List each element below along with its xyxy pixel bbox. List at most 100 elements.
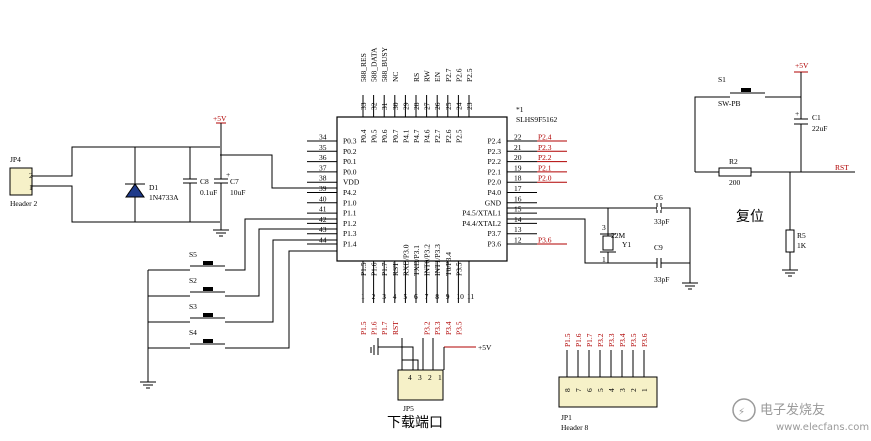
jp5-net-labels [401,338,434,370]
vcc-left: +5V [213,114,337,189]
jp5-wire-gnd [378,346,414,370]
jp1-footer: Header 8 [561,423,589,432]
right-pin-num: 17 [514,184,522,193]
s3-ref: S3 [189,302,197,311]
top-pin-net: P2.6 [454,68,463,82]
s2-cap [203,287,213,291]
top-pin-num: 25 [444,102,453,110]
bottom-pin-net: P3.2 [423,321,432,335]
right-pin-name: P2.2 [487,157,501,166]
jp1-net-label: P1.6 [574,333,583,347]
c1-value: 22uF [812,124,827,133]
jp1-net-label: P3.3 [607,333,616,347]
right-pin-num: 13 [514,225,522,234]
right-pin-name: P2.4 [487,137,501,146]
crystal-circuit: 22M Y1 3 1 C6 33pF C9 33pF [507,193,698,290]
c9-value: 33pF [654,275,669,284]
right-pin-num: 18 [514,174,522,183]
top-pin-num: 27 [423,102,432,110]
s5-cap [203,261,213,265]
y1-pin-1: 1 [602,255,606,264]
bottom-pin-num: 2 [372,292,376,301]
watermark-logo [732,398,756,422]
bottom-pin-name: TXD/P3.1 [412,245,421,276]
right-pin-num: 15 [514,205,522,214]
y1-pin-3: 3 [602,223,606,232]
right-pin-name: P2.0 [487,178,501,187]
left-pin-name: P0.2 [343,147,357,156]
reset-circuit: +5V S1 SW-PB + C1 22uF R2 200 RST R5 1K … [694,61,855,277]
bottom-pin-num: 9 [446,292,450,301]
jp1-ref: JP1 [561,413,572,422]
top-pin-num: 33 [359,102,368,110]
top-pin-net: RW [423,69,432,82]
top-pin-net: NC [391,72,400,82]
s5-wire-r [225,218,337,271]
bottom-pin-name: T0/P3.4 [444,252,453,276]
right-pin-name: P3.7 [487,229,501,238]
mcu-pins: 33P0.4588_RES32P0.5588_DATA31P0.6588_BUS… [307,46,567,335]
right-pin-name: P4.5/XTAL1 [462,209,501,218]
top-pin-net: 588_BUSY [380,46,389,82]
c1-ref: C1 [812,113,821,122]
jp1-net-label: P1.5 [563,333,572,347]
reset-title: 复位 [736,208,764,225]
xtal2-wire [507,218,640,264]
left-pin-name: P0.0 [343,167,357,176]
left-pin-num: 41 [319,205,327,214]
right-pin-name: P4.4/XTAL2 [462,219,501,228]
right-pin-name: P3.6 [487,240,501,249]
left-pin-num: 34 [319,133,327,142]
top-pin-name: P2.7 [433,129,442,143]
bottom-pin-net: RST [391,321,400,335]
right-pin-name: P2.1 [487,167,501,176]
left-pin-name: P0.1 [343,157,357,166]
top-pin-name: P0.7 [391,129,400,143]
c8-ref: C8 [200,177,209,186]
right-pin-net: P2.2 [538,153,552,162]
jp1-pin-num: 3 [618,388,627,392]
c6-value: 33pF [654,217,669,226]
right-pin-net: P3.6 [538,236,552,245]
r5-body [785,229,795,253]
jp4-wire-vcc [32,146,220,177]
s5-ref: S5 [189,250,197,259]
left-pin-name: P1.1 [343,209,357,218]
button-switches: S5 S2 S3 S4 [140,218,337,389]
jp4-pin-1: 1 [29,183,33,192]
left-pin-name: P4.2 [343,188,357,197]
top-pin-net: P2.7 [444,68,453,82]
top-pin-name: P0.6 [380,129,389,143]
y1-ref: Y1 [622,240,631,249]
right-pin-num: 22 [514,133,522,142]
left-pin-num: 37 [319,163,327,172]
bottom-pin-net: P1.6 [370,321,379,335]
bottom-pin-num: 1 [361,292,365,301]
c7-capacitor: + C7 10uF [214,147,245,222]
mcu-chip: *1 SLHS9F5162 33P0.4588_RES32P0.5588_DAT… [307,46,567,335]
xtal1-wire [507,207,691,283]
top-pin-name: P4.1 [401,129,410,143]
bottom-pin-num: 10 [456,292,464,301]
bottom-pin-num: 7 [425,292,429,301]
jp1-net-label: P3.4 [618,333,627,347]
bottom-pin-num: 6 [414,292,418,301]
top-pin-name: P0.5 [370,129,379,143]
c7-ref: C7 [230,177,239,186]
bottom-pin-net: P3.3 [433,321,442,335]
right-pin-name: P4.0 [487,188,501,197]
c8-capacitor: C8 0.1uF [183,147,217,222]
left-pin-num: 40 [319,194,327,203]
top-pin-num: 31 [380,102,389,110]
mcu-ref: *1 [516,105,524,114]
bottom-pin-net: P1.5 [359,321,368,335]
s3-cap [203,313,213,317]
jp5-vcc-label: +5V [478,343,492,352]
vdd-wire [220,154,337,189]
left-pin-name: P1.2 [343,219,357,228]
s2-wire-r [225,228,337,297]
c7-plus: + [226,170,230,179]
d1-value: 1N4733A [149,193,179,202]
